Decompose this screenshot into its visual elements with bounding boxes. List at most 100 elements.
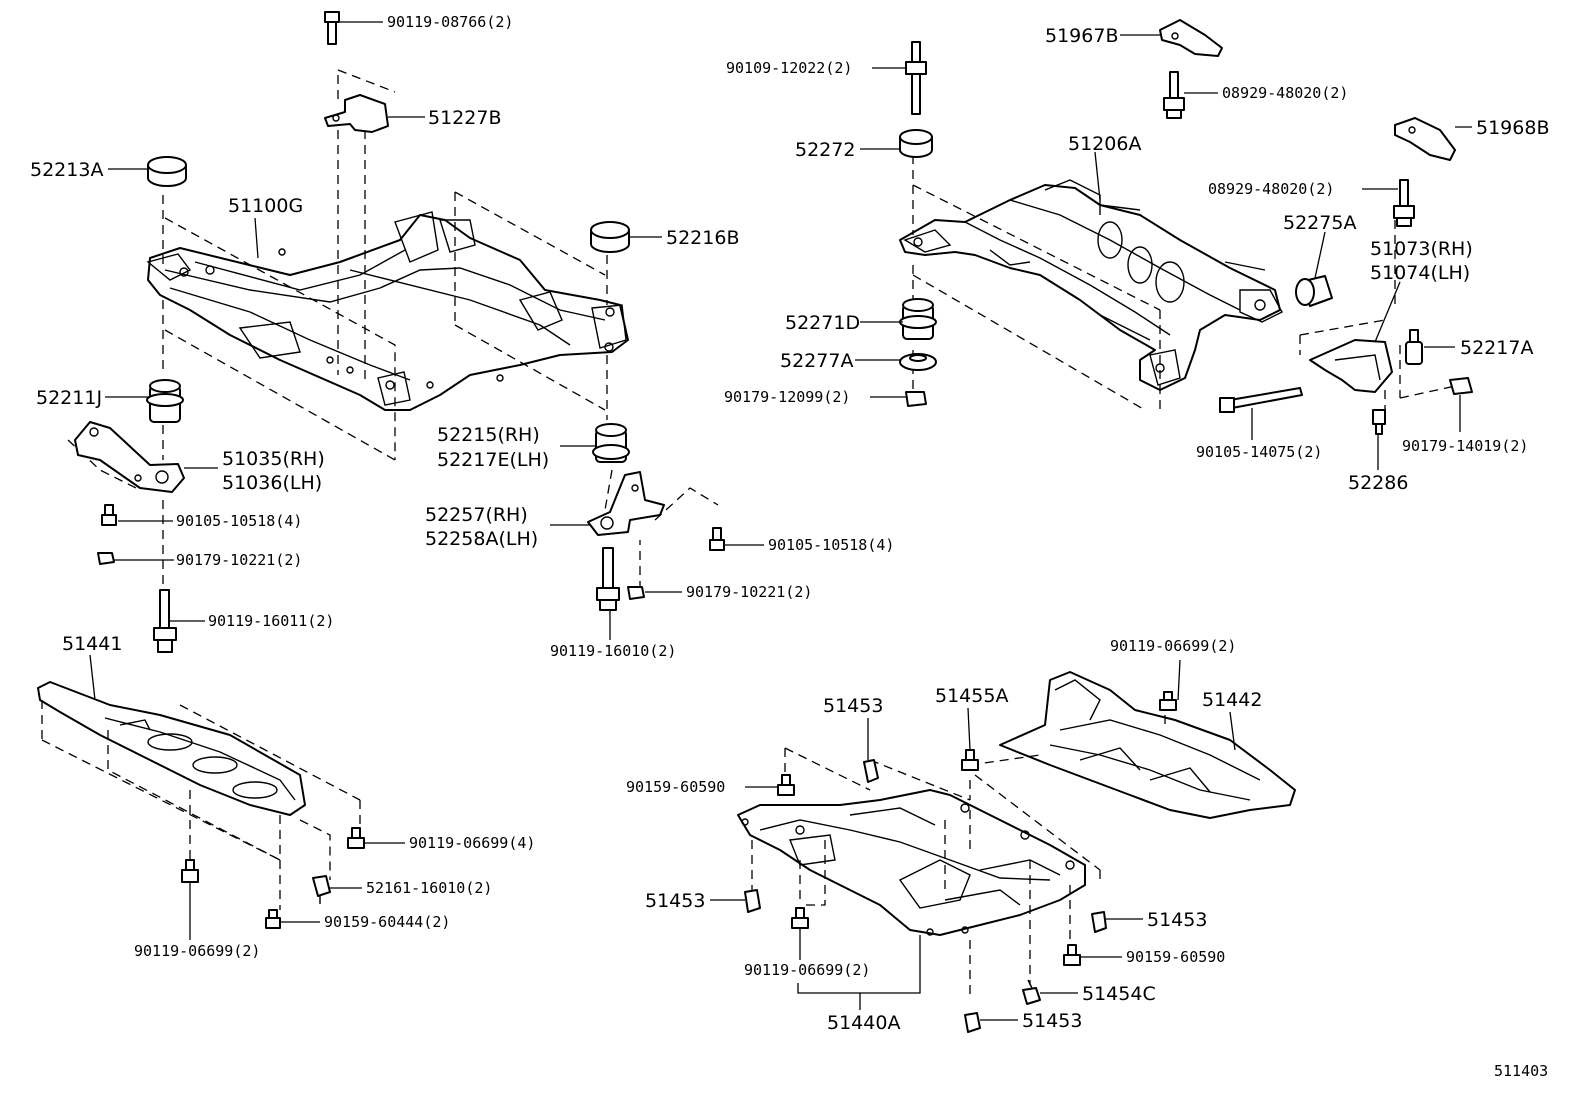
label-51100G: 51100G <box>228 195 303 217</box>
label-90109-12022: 90109-12022(2) <box>726 59 852 77</box>
clip-51453-b <box>744 889 761 913</box>
label-51968B: 51968B <box>1476 117 1549 139</box>
label-90179-14019: 90179-14019(2) <box>1402 437 1528 455</box>
front-crossmember-51100G <box>146 211 629 411</box>
label-51454C: 51454C <box>1082 983 1156 1005</box>
cushion-52216B <box>590 221 630 253</box>
under-cover-51441 <box>37 681 306 816</box>
label-90159-60444: 90159-60444(2) <box>324 913 450 931</box>
cushion-52217A <box>1405 329 1423 365</box>
label-90105-14075: 90105-14075(2) <box>1196 443 1322 461</box>
bolt-90105-14075 <box>1219 387 1303 413</box>
label-90105-10518-mid: 90105-10518(4) <box>768 536 894 554</box>
label-90119-16010: 90119-16010(2) <box>550 642 676 660</box>
label-90159-60590-b: 90159-60590 <box>1126 948 1225 966</box>
washer-52277A <box>899 353 937 371</box>
nut-90179-10221-mid <box>627 586 645 600</box>
clip-90159-60444 <box>265 909 281 929</box>
bracket-51073-51074 <box>1309 339 1393 393</box>
cushion-52271D <box>899 298 937 340</box>
label-51441: 51441 <box>62 633 122 655</box>
bolt-90119-08766 <box>324 11 340 45</box>
label-90159-60590-a: 90159-60590 <box>626 778 725 796</box>
label-51455A: 51455A <box>935 685 1008 707</box>
clip-90159-60590-b <box>1063 944 1081 966</box>
label-51453-b: 51453 <box>645 890 705 912</box>
cushion-52272 <box>899 129 933 158</box>
cushion-52213A <box>147 156 187 187</box>
nut-90179-14019 <box>1449 377 1473 395</box>
label-52258A-lh: 52258A(LH) <box>425 528 538 550</box>
bracket-52257-52258A <box>587 471 665 536</box>
engine-under-cover-51440A <box>737 789 1086 936</box>
label-90179-10221-mid: 90179-10221(2) <box>686 583 812 601</box>
label-52213A: 52213A <box>30 159 103 181</box>
under-cover-51442 <box>999 671 1296 819</box>
bolt-90119-06699-left <box>181 859 199 940</box>
label-52257-rh: 52257(RH) <box>425 504 528 526</box>
label-51074-lh: 51074(LH) <box>1370 262 1470 284</box>
clip-51454C <box>1022 979 1041 1005</box>
label-52272: 52272 <box>795 139 855 161</box>
label-90119-16011: 90119-16011(2) <box>208 612 334 630</box>
under-cover-51441-dash-lines <box>41 700 361 910</box>
label-51036-lh: 51036(LH) <box>222 472 322 494</box>
label-90119-06699-right: 90119-06699(2) <box>1110 637 1236 655</box>
clip-51453-a <box>863 759 879 783</box>
front-crossmember-dash-lines <box>67 69 719 590</box>
leader-lines <box>89 21 1472 1021</box>
bolt-90119-06699-right <box>1159 691 1177 711</box>
label-52217A: 52217A <box>1460 337 1533 359</box>
clip-52161-16010 <box>312 875 331 904</box>
bracket-51967B <box>1159 19 1223 57</box>
part-52286 <box>1372 409 1386 435</box>
clip-51453-c <box>1091 911 1107 933</box>
label-52211J: 52211J <box>36 387 102 409</box>
label-51453-a: 51453 <box>823 695 883 717</box>
under-cover-51442-dash-lines <box>969 715 1166 766</box>
nut-90179-10221-left <box>97 552 115 565</box>
label-51967B: 51967B <box>1045 25 1118 47</box>
label-08929-48020-mid: 08929-48020(2) <box>1208 180 1334 198</box>
label-51073-rh: 51073(RH) <box>1370 238 1473 260</box>
label-90119-06699-4: 90119-06699(4) <box>409 834 535 852</box>
label-51206A: 51206A <box>1068 133 1141 155</box>
label-90105-10518-left: 90105-10518(4) <box>176 512 302 530</box>
label-51227B: 51227B <box>428 107 501 129</box>
label-52161-16010: 52161-16010(2) <box>366 879 492 897</box>
label-52217E-lh: 52217E(LH) <box>437 449 549 471</box>
label-52286: 52286 <box>1348 472 1408 494</box>
label-52275A: 52275A <box>1283 212 1356 234</box>
clip-90159-60590-a <box>777 774 795 796</box>
bolt-08929-48020-mid <box>1393 179 1415 227</box>
label-90119-08766: 90119-08766(2) <box>387 13 513 31</box>
bolt-90119-06699-bottom <box>791 907 809 929</box>
figure-id: 511403 <box>1494 1062 1548 1080</box>
rear-member-51206A <box>899 179 1283 391</box>
label-52271D: 52271D <box>785 312 860 334</box>
label-51442: 51442 <box>1202 689 1262 711</box>
bolt-90105-10518-mid <box>709 527 725 551</box>
label-90179-10221-left: 90179-10221(2) <box>176 551 302 569</box>
bushing-52275A <box>1295 275 1333 307</box>
part-number-labels: 90119-08766(2) 51227B 52213A 51100G 5221… <box>30 13 1549 1080</box>
bracket-51227B <box>324 94 389 133</box>
label-52277A: 52277A <box>780 350 853 372</box>
bolt-08929-48020-top <box>1163 71 1185 119</box>
label-90179-12099: 90179-12099(2) <box>724 388 850 406</box>
label-52216B: 52216B <box>666 227 739 249</box>
nut-90179-12099 <box>905 391 927 407</box>
label-52215-rh: 52215(RH) <box>437 424 540 446</box>
bolt-90119-06699-4 <box>347 827 365 849</box>
label-51035-rh: 51035(RH) <box>222 448 325 470</box>
label-90119-06699-bottom: 90119-06699(2) <box>744 961 870 979</box>
label-51453-d: 51453 <box>1022 1010 1082 1032</box>
arm-51035-51036 <box>74 421 185 493</box>
bolt-90119-16010 <box>596 547 620 611</box>
cushion-52211J <box>146 379 184 423</box>
stud-90109-12022 <box>905 41 927 115</box>
label-08929-48020-top: 08929-48020(2) <box>1222 84 1348 102</box>
cushion-52215-52217E <box>592 423 630 463</box>
